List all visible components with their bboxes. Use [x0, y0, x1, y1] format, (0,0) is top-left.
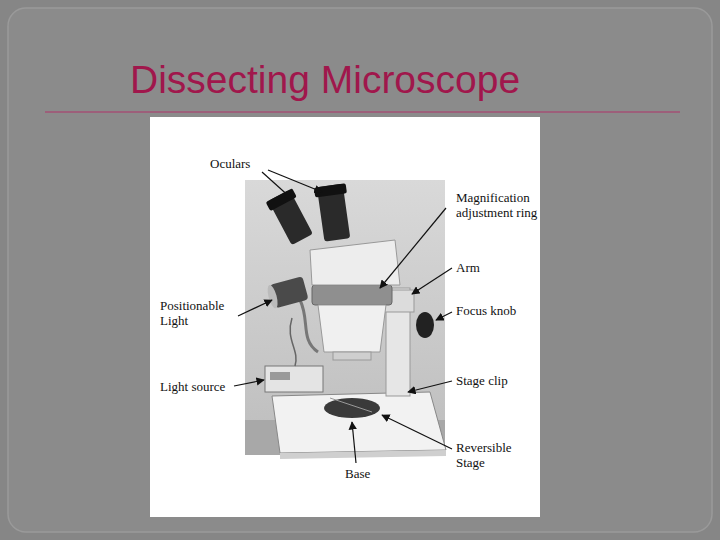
leader-line [234, 380, 264, 386]
part-label: Stage clip [456, 373, 536, 388]
part-label: Arm [456, 260, 516, 275]
leader-line [262, 172, 292, 199]
part-label: Base [345, 466, 385, 481]
photo-backdrop [245, 180, 445, 455]
leader-line [238, 300, 272, 316]
leader-line [268, 170, 322, 192]
title-rule [45, 111, 680, 112]
leader-line [408, 381, 452, 392]
objective-lens [333, 352, 371, 360]
stage-mark [330, 398, 372, 412]
ocular-cap [266, 188, 297, 211]
light-switch [270, 372, 290, 380]
microscope-photo [245, 180, 446, 459]
part-label: Light source [160, 379, 234, 394]
base-slab [272, 392, 446, 453]
base-edge [280, 450, 446, 459]
light-source-box [265, 366, 323, 392]
light-gooseneck [300, 300, 318, 352]
leader-line [352, 422, 356, 463]
objective-housing [318, 305, 386, 352]
part-label: Focus knob [456, 303, 536, 318]
leader-line [412, 268, 452, 294]
leader-line [436, 312, 452, 320]
part-label: Oculars [210, 156, 280, 171]
leader-line [380, 208, 446, 288]
slide-frame [8, 8, 712, 532]
focus-knob [416, 312, 434, 338]
figure-panel [150, 117, 540, 517]
part-label: Positionable Light [160, 298, 236, 328]
slide-title: Dissecting Microscope [130, 58, 520, 102]
leader-line [382, 415, 452, 449]
leader-lines [234, 170, 452, 463]
head-body [310, 240, 400, 285]
reversible-stage [324, 398, 380, 418]
light-wire [290, 318, 296, 366]
light-lens [266, 284, 280, 309]
part-label: Magnification adjustment ring [456, 190, 538, 220]
part-label: Reversible Stage [456, 440, 522, 470]
